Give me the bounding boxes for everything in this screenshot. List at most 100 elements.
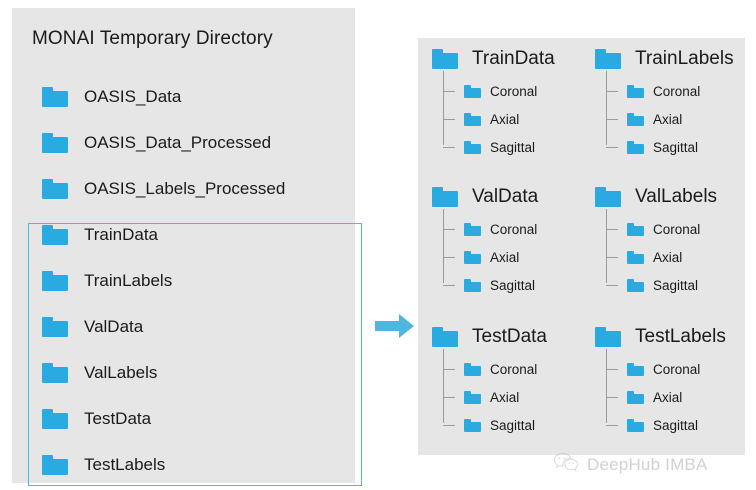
tree-parent-row[interactable]: TestLabels bbox=[595, 326, 726, 348]
folder-icon bbox=[464, 250, 481, 264]
folder-icon bbox=[464, 140, 481, 154]
tree-parent-row[interactable]: TrainLabels bbox=[595, 48, 734, 70]
tree-group-testlabels: TestLabels Coronal Axial Sagittal bbox=[595, 326, 726, 439]
folder-icon bbox=[464, 362, 481, 376]
folder-icon bbox=[464, 84, 481, 98]
tree-parent-label: TrainLabels bbox=[635, 48, 734, 69]
tree-child-label: Axial bbox=[490, 111, 520, 127]
folder-icon bbox=[595, 49, 621, 69]
tree-child-row[interactable]: Axial bbox=[606, 105, 734, 133]
tree-children: Coronal Axial Sagittal bbox=[595, 71, 734, 161]
tree-child-label: Sagittal bbox=[490, 417, 536, 433]
list-item[interactable]: TestData bbox=[12, 396, 355, 442]
tree-child-row[interactable]: Axial bbox=[606, 243, 717, 271]
list-item[interactable]: OASIS_Data bbox=[12, 74, 355, 120]
folder-icon bbox=[464, 112, 481, 126]
tree-child-row[interactable]: Axial bbox=[443, 243, 538, 271]
folder-icon bbox=[627, 84, 644, 98]
tree-children: Coronal Axial Sagittal bbox=[432, 71, 555, 161]
generated-structure-panel bbox=[418, 38, 745, 455]
watermark: DeepHub IMBA bbox=[553, 452, 708, 477]
tree-parent-label: ValLabels bbox=[635, 186, 718, 207]
tree-child-label: Axial bbox=[490, 389, 520, 405]
tree-child-row[interactable]: Sagittal bbox=[606, 133, 734, 161]
list-item[interactable]: OASIS_Data_Processed bbox=[12, 120, 355, 166]
tree-child-row[interactable]: Axial bbox=[443, 383, 547, 411]
folder-icon bbox=[595, 187, 621, 207]
tree-children: Coronal Axial Sagittal bbox=[432, 209, 538, 299]
folder-icon bbox=[432, 327, 458, 347]
folder-icon bbox=[627, 278, 644, 292]
folder-icon bbox=[627, 362, 644, 376]
tree-child-label: Axial bbox=[490, 249, 520, 265]
tree-child-label: Coronal bbox=[653, 221, 701, 237]
tree-child-row[interactable]: Sagittal bbox=[606, 271, 717, 299]
tree-child-row[interactable]: Axial bbox=[443, 105, 555, 133]
folder-icon bbox=[42, 363, 68, 383]
list-item[interactable]: ValData bbox=[12, 304, 355, 350]
tree-child-label: Coronal bbox=[653, 83, 701, 99]
tree-group-testdata: TestData Coronal Axial Sagittal bbox=[432, 326, 547, 439]
tree-child-label: Sagittal bbox=[653, 417, 699, 433]
tree-child-label: Sagittal bbox=[653, 139, 699, 155]
folder-label: ValLabels bbox=[84, 363, 158, 382]
tree-child-row[interactable]: Coronal bbox=[443, 215, 538, 243]
folder-label: OASIS_Labels_Processed bbox=[84, 179, 286, 198]
list-item[interactable]: ValLabels bbox=[12, 350, 355, 396]
tree-child-label: Coronal bbox=[490, 221, 538, 237]
folder-icon bbox=[432, 49, 458, 69]
tree-child-row[interactable]: Coronal bbox=[606, 77, 734, 105]
tree-child-row[interactable]: Sagittal bbox=[606, 411, 726, 439]
tree-child-row[interactable]: Axial bbox=[606, 383, 726, 411]
folder-icon bbox=[42, 409, 68, 429]
tree-child-row[interactable]: Coronal bbox=[606, 215, 717, 243]
folder-icon bbox=[627, 390, 644, 404]
tree-child-row[interactable]: Sagittal bbox=[443, 271, 538, 299]
list-item[interactable]: TrainData bbox=[12, 212, 355, 258]
folder-icon bbox=[595, 327, 621, 347]
tree-child-row[interactable]: Sagittal bbox=[443, 411, 547, 439]
page-title: MONAI Temporary Directory bbox=[32, 28, 273, 49]
folder-label: TrainLabels bbox=[84, 271, 173, 290]
folder-icon bbox=[42, 87, 68, 107]
folder-icon bbox=[464, 278, 481, 292]
monai-temp-directory-panel: MONAI Temporary Directory OASIS_Data OAS… bbox=[12, 8, 362, 486]
folder-icon bbox=[627, 250, 644, 264]
tree-group-valdata: ValData Coronal Axial Sagittal bbox=[432, 186, 538, 299]
tree-parent-label: TestLabels bbox=[635, 326, 726, 347]
folder-label: TestLabels bbox=[84, 455, 166, 474]
tree-child-label: Coronal bbox=[490, 361, 538, 377]
tree-group-trainlabels: TrainLabels Coronal Axial Sagittal bbox=[595, 48, 734, 161]
tree-parent-label: ValData bbox=[472, 186, 539, 207]
folder-label: OASIS_Data_Processed bbox=[84, 133, 272, 152]
tree-parent-row[interactable]: TestData bbox=[432, 326, 547, 348]
folder-label: TrainData bbox=[84, 225, 159, 244]
list-item[interactable]: TestLabels bbox=[12, 442, 355, 488]
tree-children: Coronal Axial Sagittal bbox=[595, 209, 717, 299]
list-item[interactable]: TrainLabels bbox=[12, 258, 355, 304]
tree-child-label: Coronal bbox=[490, 83, 538, 99]
folder-icon bbox=[42, 271, 68, 291]
tree-parent-row[interactable]: TrainData bbox=[432, 48, 555, 70]
folder-icon bbox=[464, 418, 481, 432]
tree-child-label: Sagittal bbox=[653, 277, 699, 293]
folder-icon bbox=[627, 418, 644, 432]
folder-icon bbox=[432, 187, 458, 207]
tree-child-row[interactable]: Coronal bbox=[443, 77, 555, 105]
tree-child-label: Axial bbox=[653, 249, 683, 265]
tree-parent-row[interactable]: ValLabels bbox=[595, 186, 717, 208]
tree-child-row[interactable]: Coronal bbox=[443, 355, 547, 383]
tree-child-row[interactable]: Sagittal bbox=[443, 133, 555, 161]
tree-child-label: Axial bbox=[653, 111, 683, 127]
folder-icon bbox=[42, 455, 68, 475]
folder-icon bbox=[464, 390, 481, 404]
tree-child-label: Coronal bbox=[653, 361, 701, 377]
tree-child-row[interactable]: Coronal bbox=[606, 355, 726, 383]
list-item[interactable]: OASIS_Labels_Processed bbox=[12, 166, 355, 212]
folder-label: ValData bbox=[84, 317, 144, 336]
wechat-icon bbox=[553, 452, 579, 477]
folder-icon bbox=[627, 112, 644, 126]
tree-child-label: Sagittal bbox=[490, 277, 536, 293]
folder-icon bbox=[42, 317, 68, 337]
tree-parent-row[interactable]: ValData bbox=[432, 186, 538, 208]
